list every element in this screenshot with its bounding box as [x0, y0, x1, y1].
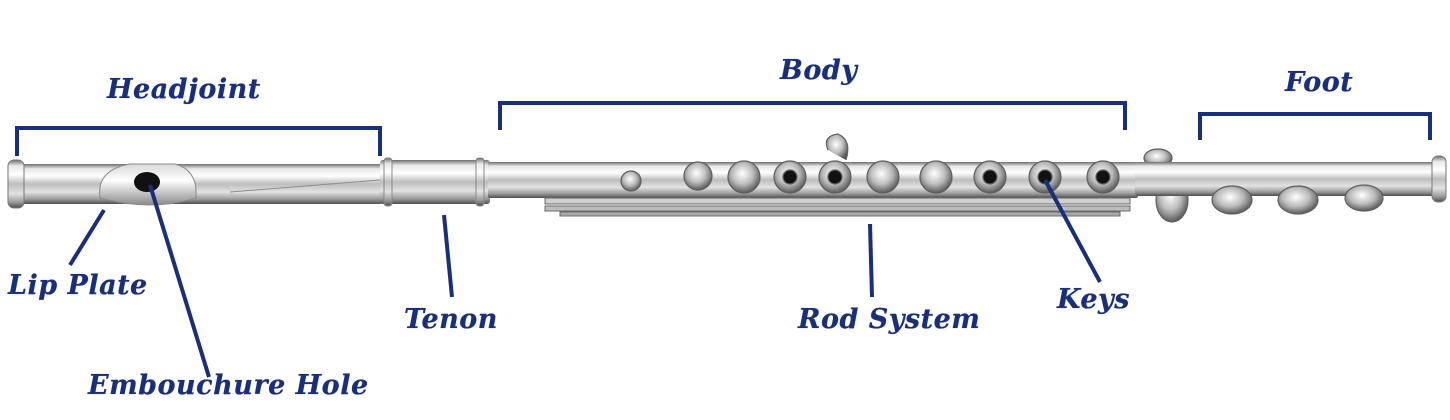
rod-system-label: Rod System — [798, 304, 981, 335]
keys-leader — [1043, 179, 1102, 283]
tenon-leader — [442, 214, 454, 298]
body-label: Body — [780, 55, 858, 86]
foot-bracket — [1198, 112, 1432, 140]
lip-plate-shape — [99, 163, 197, 206]
body-bracket — [498, 101, 1127, 130]
foot-label: Foot — [1285, 67, 1354, 98]
headjoint-bracket — [15, 126, 382, 156]
rod-system-shape — [544, 197, 1131, 217]
foot-tube — [1135, 155, 1447, 215]
embouchure-hole-leader — [148, 184, 211, 378]
keys-shape — [620, 133, 1189, 223]
headjoint-label: Headjoint — [107, 74, 261, 105]
embouchure-hole-shape — [134, 172, 160, 192]
headjoint-tube — [7, 159, 385, 209]
tenon-label: Tenon — [404, 304, 498, 335]
keys-label: Keys — [1057, 284, 1130, 315]
lip-plate-label: Lip Plate — [8, 270, 148, 301]
embouchure-hole-label: Embouchure Hole — [88, 370, 369, 401]
lip-plate-leader — [68, 208, 106, 267]
rod-system-leader — [868, 223, 874, 298]
